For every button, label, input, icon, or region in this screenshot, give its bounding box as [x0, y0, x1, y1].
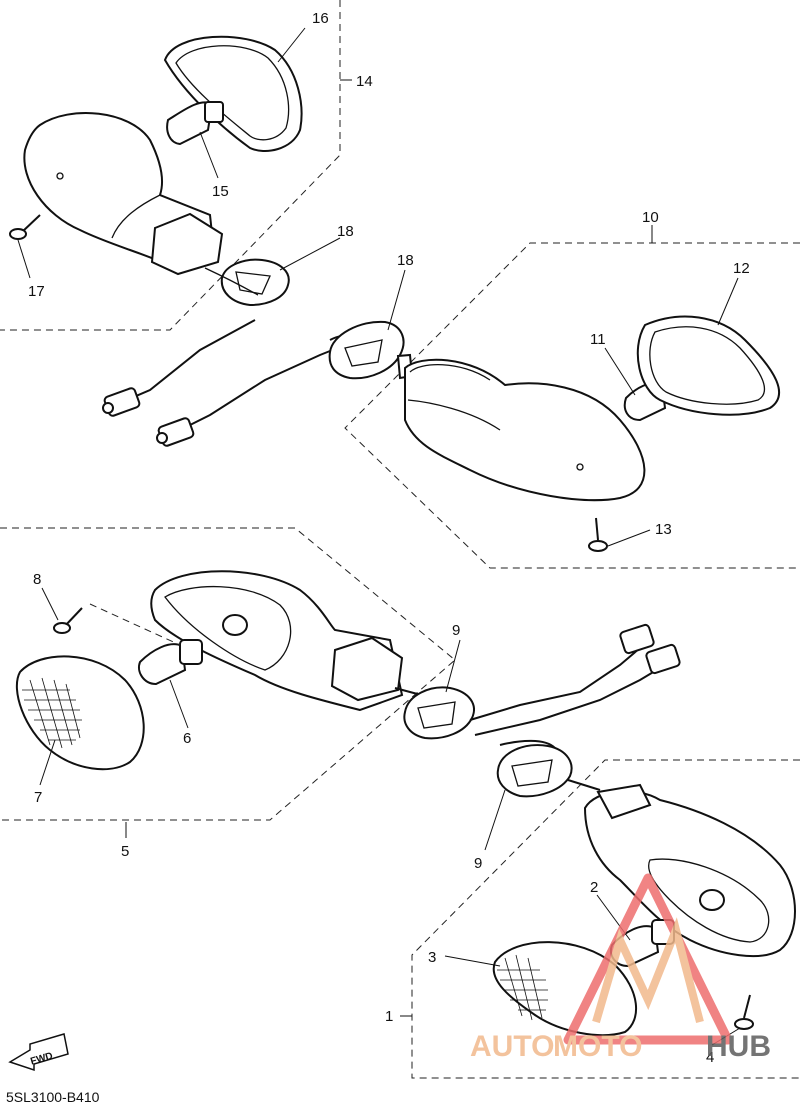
screw-17 — [9, 214, 41, 240]
lens-7-pattern — [22, 677, 82, 749]
label-6: 6 — [183, 730, 191, 747]
watermark-text-hub: HUB — [706, 1030, 771, 1063]
boundary-group-5 — [0, 527, 456, 821]
label-14: 14 — [356, 73, 373, 90]
label-18a: 18 — [337, 223, 354, 240]
grommet-18b — [328, 320, 405, 380]
label-7: 7 — [34, 789, 42, 806]
label-18b: 18 — [397, 252, 414, 269]
screw-8 — [53, 607, 83, 634]
grommet-9a — [403, 686, 475, 740]
connector-lower-b — [645, 643, 681, 675]
diagram-code: 5SL3100-B410 — [6, 1089, 100, 1105]
label-11: 11 — [590, 331, 606, 348]
flasher-assembly-10 — [328, 315, 781, 552]
bulb-6 — [138, 643, 187, 686]
label-2: 2 — [590, 879, 598, 896]
housing-1 — [583, 790, 796, 957]
grommet-9b — [496, 744, 573, 798]
label-3: 3 — [428, 949, 436, 966]
screw-13 — [588, 517, 608, 552]
part-labels: 16 14 15 17 18 18 10 12 11 13 8 6 7 5 9 … — [28, 10, 750, 1066]
label-8: 8 — [33, 571, 41, 588]
boundary-group-10 — [344, 242, 800, 569]
connector-lower-a — [619, 623, 655, 655]
flasher-assembly-5 — [15, 570, 404, 771]
boundary-group-14 — [0, 0, 341, 331]
watermark-text-moto: MOTO — [553, 1030, 642, 1063]
label-5: 5 — [121, 843, 129, 860]
flasher-assembly-14 — [9, 35, 303, 307]
label-13: 13 — [655, 521, 672, 538]
leader-lines — [17, 27, 741, 1046]
label-15: 15 — [212, 183, 229, 200]
label-10: 10 — [642, 209, 659, 226]
fwd-arrow-icon: FWD — [8, 1033, 69, 1072]
label-12: 12 — [733, 260, 750, 277]
automotohub-watermark: AUTO MOTO HUB — [470, 873, 771, 1063]
lens-7 — [15, 655, 145, 771]
group-boundaries — [0, 0, 800, 1079]
label-9a: 9 — [452, 622, 460, 639]
watermark-text-auto: AUTO — [470, 1030, 554, 1063]
watermark-triangle-logo-icon — [563, 873, 733, 1045]
label-16: 16 — [312, 10, 329, 27]
label-1: 1 — [385, 1008, 393, 1025]
housing-10 — [404, 358, 646, 502]
screw-4 — [734, 994, 754, 1030]
wire-upper-b — [169, 344, 346, 436]
lens-12 — [636, 315, 781, 416]
label-9b: 9 — [474, 855, 482, 872]
wiring-lower — [394, 623, 681, 798]
label-4: 4 — [706, 1049, 714, 1066]
grommet-18a — [220, 258, 290, 307]
bulb-15 — [166, 101, 214, 146]
label-17: 17 — [28, 283, 45, 300]
lens-3-pattern — [497, 954, 548, 1021]
boundary-group-1 — [411, 759, 800, 1079]
